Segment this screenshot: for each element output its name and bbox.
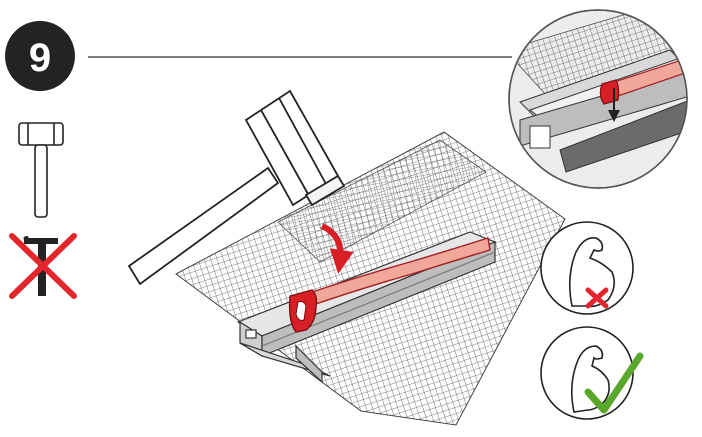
- gasket-strip-main: [288, 237, 491, 333]
- detail-magnifier: [508, 9, 688, 189]
- hammer-forbidden-icon: [9, 233, 77, 299]
- insertion-arrow: [320, 223, 354, 274]
- rubber-mallet-action: [127, 89, 346, 286]
- rubber-mallet-icon: [18, 122, 64, 218]
- step-badge: 9: [5, 21, 75, 91]
- step-number: 9: [29, 36, 51, 80]
- relaxed-arm-icon: [540, 326, 644, 420]
- flexed-arm-icon: [540, 221, 634, 315]
